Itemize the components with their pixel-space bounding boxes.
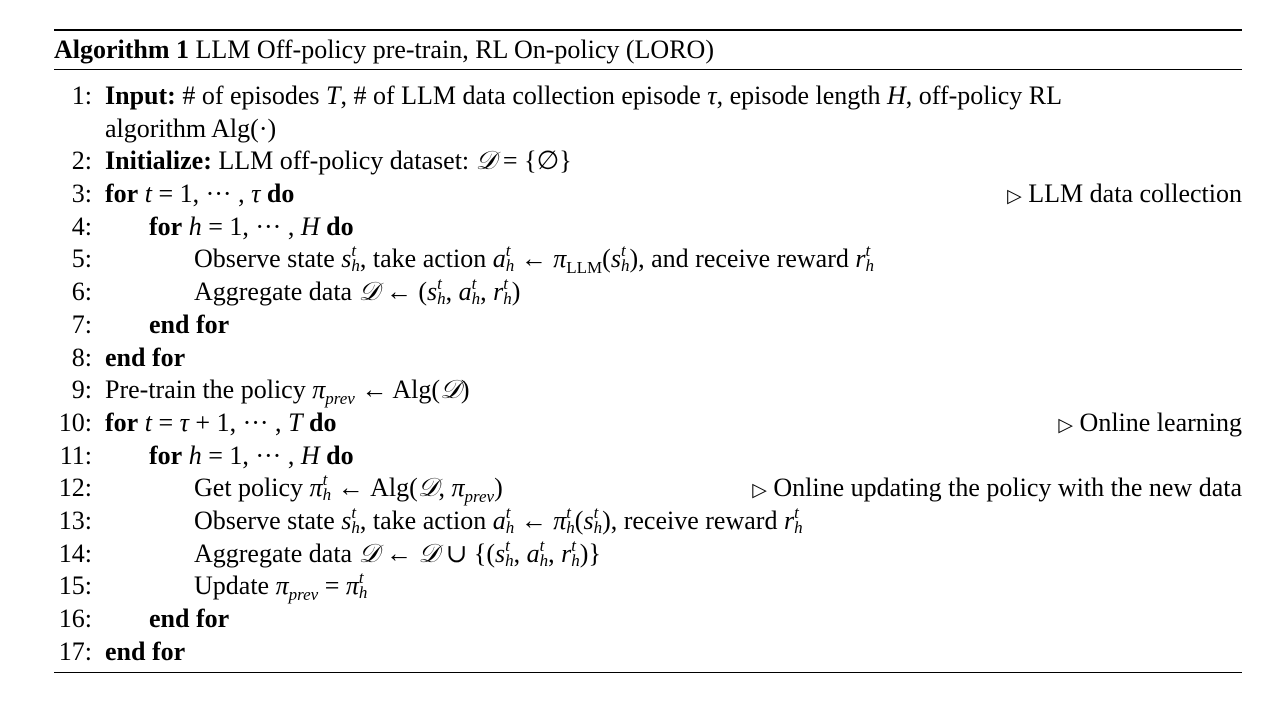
line-body: for t = τ + 1, ··· , T do	[105, 407, 337, 437]
line-body: end for	[149, 309, 230, 339]
keyword-initialize: Initialize:	[105, 146, 212, 176]
line-number: 3:	[71, 179, 92, 209]
line-number: 11:	[59, 440, 92, 470]
algorithm-line-1-continued: algorithm Alg(·)	[54, 113, 1242, 146]
line-number: 16:	[58, 604, 92, 633]
line-number: 17:	[58, 636, 92, 666]
line-body: algorithm Alg(·)	[105, 113, 277, 143]
line-number: 13:	[58, 505, 92, 535]
algorithm-line-3: 3: for t = 1, ··· , τ do ▷ LLM data coll…	[54, 178, 1242, 211]
algorithm-line-1: 1: Input: # of episodes T, # of LLM data…	[54, 80, 1242, 113]
line-number: 8:	[71, 342, 92, 372]
algorithm-label: Algorithm 1	[54, 35, 190, 64]
line-body: end for	[149, 604, 230, 633]
algorithm-line-9: 9: Pre-train the policy πprev ← Alg(𝒟)	[54, 374, 1242, 407]
algorithm-line-7: 7: end for	[54, 309, 1242, 342]
line-body: for h = 1, ··· , H do	[149, 440, 354, 470]
line-body: Pre-train the policy πprev ← Alg(𝒟)	[105, 375, 470, 409]
line-number: 2:	[71, 146, 92, 176]
bottom-rule	[54, 672, 1242, 674]
line-number: 6:	[71, 277, 92, 307]
triangle-icon: ▷	[752, 480, 767, 502]
line-number: 14:	[58, 538, 92, 568]
line-body: end for	[105, 636, 186, 666]
comment-online-learning: ▷ Online learning	[1058, 407, 1242, 437]
comment-llm-data-collection: ▷ LLM data collection	[1007, 179, 1242, 209]
header-rule	[54, 69, 1242, 70]
line-number: 9:	[71, 375, 92, 405]
line-body: for t = 1, ··· , τ do	[105, 179, 295, 209]
algorithm-line-16: 16: end for	[54, 603, 1242, 636]
algorithm-line-2: 2: Initialize: LLM off-policy dataset: 𝒟…	[54, 145, 1242, 178]
algorithm-header: Algorithm 1 LLM Off-policy pre-train, RL…	[54, 31, 1242, 69]
algorithm-line-17: 17: end for	[54, 636, 1242, 669]
triangle-icon: ▷	[1007, 186, 1022, 208]
line-body: Input: # of episodes T, # of LLM data co…	[105, 81, 1063, 110]
line-number: 7:	[71, 309, 92, 339]
triangle-icon: ▷	[1058, 414, 1074, 436]
line-number: 15:	[58, 571, 92, 601]
line-number: 5:	[71, 244, 92, 274]
algorithm-line-11: 11: for h = 1, ··· , H do	[54, 440, 1242, 473]
keyword-input: Input:	[105, 81, 176, 110]
line-number: 10:	[58, 407, 92, 437]
line-body: end for	[105, 342, 186, 372]
line-number: 4:	[71, 211, 92, 241]
algorithm-line-4: 4: for h = 1, ··· , H do	[54, 211, 1242, 244]
algorithm-box: Algorithm 1 LLM Off-policy pre-train, RL…	[54, 29, 1242, 674]
comment-online-updating: ▷ Online updating the policy with the ne…	[752, 473, 1242, 503]
top-rule	[54, 29, 1242, 31]
algorithm-line-10: 10: for t = τ + 1, ··· , T do ▷ Online l…	[54, 407, 1242, 440]
line-number: 1:	[71, 81, 92, 110]
line-number: 12:	[58, 473, 92, 503]
algorithm-title: LLM Off-policy pre-train, RL On-policy (…	[195, 35, 714, 64]
line-body: Initialize: LLM off-policy dataset: 𝒟 = …	[105, 146, 572, 177]
algorithm-line-8: 8: end for	[54, 342, 1242, 375]
line-body: for h = 1, ··· , H do	[149, 211, 354, 241]
